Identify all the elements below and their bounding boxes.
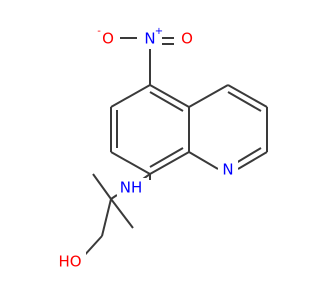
label-bg-o: [176, 28, 198, 48]
molecule-structure: O - N + O N NH HO: [56, 26, 268, 271]
label-bg-ring-n: [218, 160, 238, 180]
charge-plus: +: [155, 26, 163, 37]
atom-labels: O - N + O N NH HO: [56, 26, 238, 271]
atom-nh: NH: [120, 179, 143, 197]
bond-c2-n1-inner: [235, 147, 262, 164]
bond-c8-c8a: [149, 151, 190, 175]
bond-c4-c3: [227, 84, 268, 108]
atom-ho: HO: [58, 253, 81, 271]
bond-n1-c8a: [188, 151, 219, 170]
label-bg-nh: [117, 178, 147, 198]
bond-c2-n1: [237, 151, 268, 170]
atom-ring-n: N: [222, 161, 233, 179]
bond-c8-c8a-inner: [149, 147, 184, 168]
bond-c4a-c5: [149, 84, 190, 108]
bond-c7-c8: [110, 151, 151, 175]
bond-cq-methyl-right: [110, 198, 134, 229]
label-bg-ho: [56, 251, 86, 271]
atom-o: O: [181, 30, 193, 48]
bond-c4a-c4: [188, 84, 229, 108]
charge-minus: -: [97, 26, 101, 37]
label-bg-o-minus: [98, 28, 120, 48]
atom-n-plus: N: [144, 30, 155, 48]
label-bg-n-plus: [139, 28, 161, 48]
bond-cq-ch2: [101, 198, 112, 237]
bonds: [81, 37, 268, 259]
bond-c4a-c5-inner: [149, 91, 184, 112]
bond-nh-cq: [110, 194, 118, 200]
bond-cq-methyl-top: [92, 173, 112, 200]
bond-c5-c6: [110, 84, 151, 108]
bond-c4-c3-inner: [227, 91, 262, 112]
atom-o-minus: O: [102, 30, 114, 48]
